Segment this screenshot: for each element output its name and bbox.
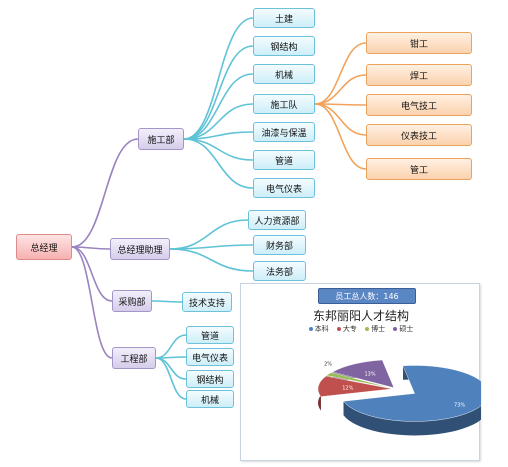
legend-item-doctor: 博士 [365, 324, 385, 334]
connector-team-3 [314, 103, 367, 136]
connector-root-branch-3 [71, 246, 113, 359]
pie-data-label: 2% [324, 362, 332, 368]
legend-item-bachelor: 本科 [308, 324, 329, 334]
connector-branch-0-2 [183, 73, 254, 140]
legend-label: 博士 [371, 325, 386, 333]
connector-team-0 [314, 42, 367, 105]
connector-root-branch-0 [71, 138, 139, 248]
connector-branch-1-1 [169, 244, 254, 250]
legend-swatch [308, 327, 313, 331]
connector-root-branch-2 [71, 246, 113, 302]
connector-team-1 [314, 74, 367, 105]
connector-branch-2-0 [151, 300, 183, 303]
sub-unit-node: 电气仪表 [253, 178, 315, 198]
pie-chart: 73% 12% 2% 13% [317, 359, 481, 436]
trade-node: 电气技工 [366, 94, 472, 116]
legend-swatch [365, 327, 370, 331]
pie-data-label: 12% [342, 385, 353, 391]
staff-count-badge: 员工总人数：146 [318, 288, 416, 304]
trade-node: 钳工 [366, 32, 472, 54]
root-node-general-manager: 总经理 [16, 234, 72, 260]
trade-node: 焊工 [366, 64, 472, 86]
connector-branch-3-0 [155, 334, 187, 359]
legend-label: 大专 [342, 325, 357, 333]
pie-slice-2 [326, 372, 393, 389]
department-node: 总经理助理 [110, 238, 170, 260]
sub-unit-node: 机械 [186, 390, 234, 408]
legend-label: 硕士 [399, 325, 414, 333]
chart-legend: 本科 大专 博士 硕士 [241, 324, 481, 334]
trade-node: 管工 [366, 158, 472, 180]
sub-unit-node: 机械 [253, 64, 315, 84]
pie-data-label: 73% [454, 402, 465, 408]
trade-node: 仪表技工 [366, 124, 472, 146]
sub-unit-node: 电气仪表 [186, 348, 234, 366]
legend-item-college: 大专 [336, 324, 357, 334]
sub-unit-node: 油漆与保温 [253, 122, 315, 142]
pie-slice-1 [317, 375, 393, 397]
connector-branch-3-3 [155, 357, 187, 400]
sub-unit-node: 法务部 [253, 261, 306, 281]
legend-label: 本科 [314, 325, 329, 333]
connector-branch-0-5 [183, 138, 254, 161]
legend-item-master: 硕士 [393, 324, 413, 334]
pie-slice-3 [332, 359, 395, 389]
connector-branch-0-3 [183, 103, 254, 140]
department-node: 施工部 [138, 128, 184, 150]
department-node: 工程部 [112, 347, 156, 369]
sub-unit-node: 施工队 [253, 94, 315, 114]
sub-unit-node: 土建 [253, 8, 315, 28]
legend-swatch [336, 327, 341, 331]
pie-data-label: 13% [365, 372, 376, 378]
connector-branch-0-0 [183, 17, 254, 140]
connector-branch-3-2 [155, 357, 187, 380]
sub-unit-node: 钢结构 [186, 370, 234, 388]
connector-branch-1-0 [169, 219, 249, 250]
sub-unit-node: 管道 [253, 150, 315, 170]
connector-branch-0-6 [183, 138, 254, 189]
connector-team-4 [314, 103, 367, 170]
sub-unit-node: 钢结构 [253, 36, 315, 56]
sub-unit-node: 人力资源部 [248, 210, 306, 230]
connector-branch-1-2 [169, 248, 254, 272]
sub-unit-node: 管道 [186, 326, 234, 344]
legend-swatch [393, 327, 398, 331]
pie-slice-0 [343, 365, 481, 422]
connector-branch-0-1 [183, 45, 254, 140]
sub-unit-node: 财务部 [253, 235, 306, 255]
chart-title: 东邦丽阳人才结构 [312, 309, 409, 323]
sub-unit-node: 技术支持 [182, 292, 232, 312]
department-node: 采购部 [112, 290, 152, 312]
talent-structure-panel: 员工总人数：146 东邦丽阳人才结构 本科 大专 博士 硕士 73% 12% 2% 1… [240, 283, 481, 461]
